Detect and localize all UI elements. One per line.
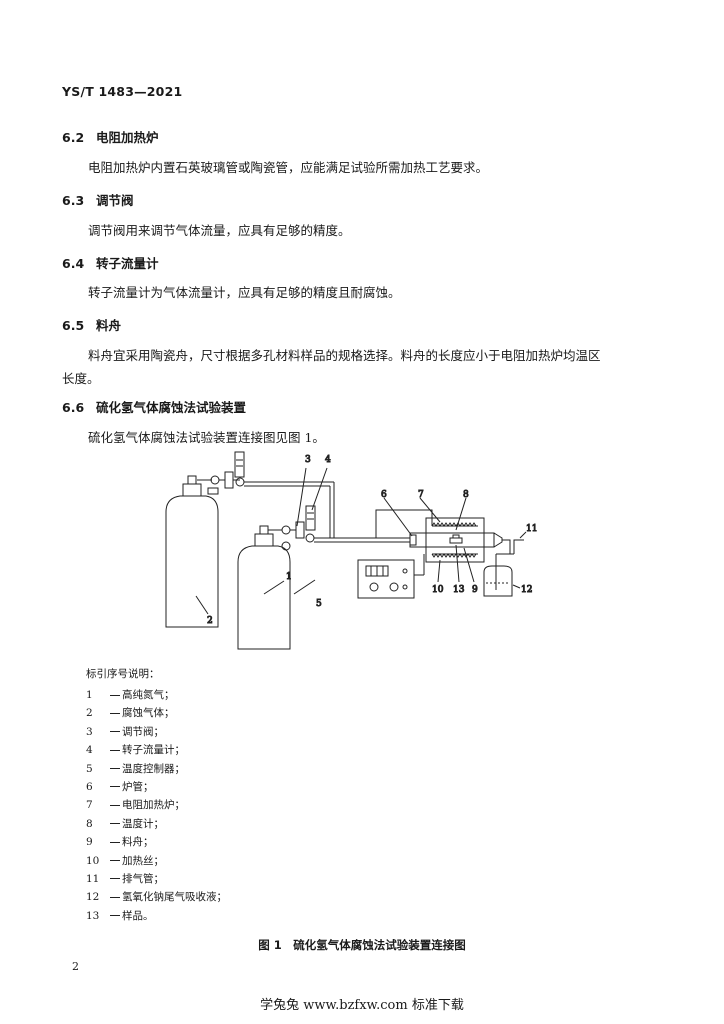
section-text-6-5-line-2: 长度。 — [62, 371, 100, 386]
section-title: 硫化氢气体腐蚀法试验装置 — [96, 400, 247, 415]
callout-4: 4 — [325, 455, 331, 465]
section-text-6-3: 调节阀用来调节气体流量，应具有足够的精度。 — [88, 223, 351, 238]
section-title: 调节阀 — [96, 193, 134, 208]
section-title: 电阻加热炉 — [96, 130, 159, 145]
section-text-6-5-line-1: 料舟宜采用陶瓷舟，尺寸根据多孔材料样品的规格选择。料舟的长度应小于电阻加热炉均温… — [88, 348, 601, 363]
section-number: 6.5 — [62, 318, 85, 333]
page-number: 2 — [72, 960, 79, 973]
regulator-cylinder-2 — [197, 471, 240, 495]
section-heading-6-4: 6.4 转子流量计 — [62, 253, 159, 272]
rotameter-4 — [305, 505, 410, 543]
callout-1: 1 — [286, 572, 292, 582]
section-number: 6.6 — [62, 400, 85, 415]
callout-12: 12 — [521, 585, 532, 595]
callout-9: 9 — [472, 585, 478, 595]
section-heading-6-3: 6.3 调节阀 — [62, 190, 134, 209]
exhaust-pipe-11 — [502, 539, 524, 555]
callout-5: 5 — [316, 599, 322, 609]
callout-11: 11 — [526, 524, 537, 534]
callout-10: 10 — [432, 585, 444, 595]
leader-lines — [195, 467, 527, 615]
gas-cylinder-corrosive — [165, 475, 219, 628]
callout-7: 7 — [418, 490, 424, 500]
absorber-bottle-12 — [483, 553, 513, 597]
section-text-6-2: 电阻加热炉内置石英玻璃管或陶瓷管，应能满足试验所需加热工艺要求。 — [88, 160, 489, 175]
section-heading-6-5: 6.5 料舟 — [62, 315, 121, 334]
section-text-6-6: 硫化氢气体腐蚀法试验装置连接图见图 1。 — [88, 430, 325, 445]
callout-2: 2 — [207, 616, 213, 626]
site-footer: 学兔兔 www.bzfxw.com 标准下载 — [260, 998, 464, 1013]
section-heading-6-6: 6.6 硫化氢气体腐蚀法试验装置 — [62, 397, 246, 416]
section-number: 6.4 — [62, 256, 85, 271]
sample-boat-9 — [449, 534, 463, 544]
thermometer-lead — [375, 509, 433, 538]
figure-caption: 图 1 硫化氢气体腐蚀法试验装置连接图 — [258, 938, 466, 952]
section-number: 6.2 — [62, 130, 85, 145]
legend-title: 标引序号说明： — [86, 668, 160, 680]
callout-8: 8 — [463, 490, 469, 500]
regulator-valve-3 — [268, 521, 305, 551]
apparatus-diagram: 2 1 3 4 5 6 7 8 11 12 10 13 9 — [165, 451, 538, 650]
standard-code: YS/T 1483—2021 — [62, 84, 183, 99]
temperature-controller-5 — [357, 554, 425, 599]
section-number: 6.3 — [62, 193, 85, 208]
flowmeter-cylinder-2 — [234, 451, 334, 487]
callout-6: 6 — [381, 490, 387, 500]
callout-3: 3 — [305, 455, 311, 465]
section-text-6-4: 转子流量计为气体流量计，应具有足够的精度且耐腐蚀。 — [88, 285, 401, 300]
callout-13: 13 — [453, 585, 465, 595]
section-title: 转子流量计 — [96, 256, 159, 271]
section-heading-6-2: 6.2 电阻加热炉 — [62, 127, 159, 146]
section-title: 料舟 — [96, 318, 122, 333]
electric-furnace-7 — [425, 517, 485, 563]
